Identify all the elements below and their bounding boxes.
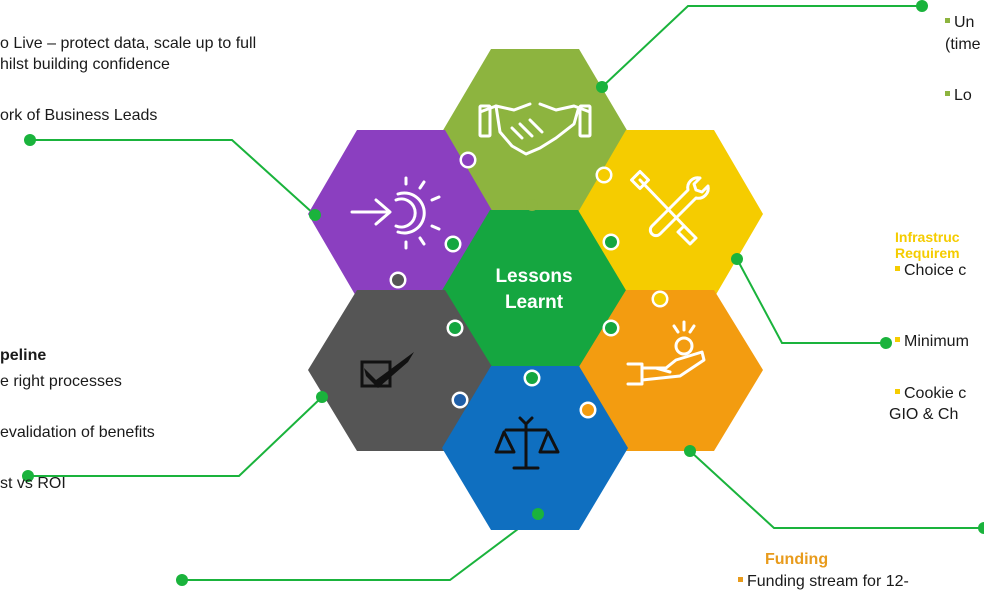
dot <box>316 391 328 403</box>
dot <box>532 508 544 520</box>
connector-right-bottom <box>689 450 984 529</box>
left-text-line6: st vs ROI <box>0 475 66 492</box>
bullet-square-icon <box>945 91 950 97</box>
screwdriver-wrench-icon <box>630 170 710 246</box>
left-text-line3: ork of Business Leads <box>0 107 158 124</box>
infrastructure-heading-1: Infrastruc <box>895 229 960 245</box>
left-text-line5: evalidation of benefits <box>0 424 155 441</box>
dot <box>916 0 928 12</box>
connector-left-top <box>30 139 316 216</box>
hexagon-left-top <box>308 130 494 298</box>
hexagon-right-top <box>577 130 763 298</box>
hand-coin-icon <box>626 320 706 386</box>
dot <box>309 209 321 221</box>
bullet-square-icon <box>945 18 950 24</box>
right-bullet-1: Un <box>945 13 974 32</box>
bullet-square-icon <box>895 266 900 272</box>
left-text-line2: hilst building confidence <box>0 56 170 73</box>
scales-icon <box>494 416 560 470</box>
right-bullet-1-text: Un <box>954 14 975 31</box>
dot <box>684 445 696 457</box>
funding-bullet-1: Funding stream for 12- <box>738 572 909 591</box>
dot <box>22 470 34 482</box>
dot <box>880 337 892 349</box>
center-label-line2: Learnt <box>505 292 564 313</box>
connector-top-right <box>601 5 922 88</box>
dot <box>596 81 608 93</box>
dot <box>176 574 188 586</box>
hexagon-top <box>442 49 628 216</box>
handshake-icon <box>478 102 592 156</box>
bullet-square-icon <box>738 577 743 583</box>
infra-bullet-3-cont: GIO & Ch <box>889 406 959 423</box>
right-bullet-1-cont: (time <box>945 36 981 53</box>
infra-bullet-3: Cookie c <box>895 384 966 403</box>
arrow-gear-icon <box>350 176 441 250</box>
dot <box>731 253 743 265</box>
funding-bullet-1-text: Funding stream for 12- <box>747 573 909 590</box>
infrastructure-heading-2: Requirem <box>895 245 960 261</box>
right-bullet-2-text: Lo <box>954 87 972 104</box>
bullet-square-icon <box>895 337 900 343</box>
hexagon-center <box>441 210 627 374</box>
infra-bullet-2-text: Minimum <box>904 333 969 350</box>
connector-right-mid <box>736 258 886 344</box>
dot <box>978 522 984 534</box>
left-text-line1: o Live – protect data, scale up to full <box>0 35 257 52</box>
infra-bullet-1-text: Choice c <box>904 262 967 279</box>
bullet-square-icon <box>895 389 900 395</box>
right-bullet-2: Lo <box>945 86 972 105</box>
left-text-line4: e right processes <box>0 373 122 390</box>
infra-bullet-2: Minimum <box>895 332 969 351</box>
connector-bottom <box>182 513 539 581</box>
pipeline-heading: peline <box>0 347 47 364</box>
infra-bullet-1: Choice c <box>895 261 966 280</box>
connector-left-bottom <box>28 396 323 477</box>
funding-heading: Funding <box>765 551 829 568</box>
dot <box>24 134 36 146</box>
center-label-line1: Lessons <box>495 266 572 287</box>
checked-box-icon <box>360 352 414 388</box>
infra-bullet-3-text: Cookie c <box>904 385 967 402</box>
